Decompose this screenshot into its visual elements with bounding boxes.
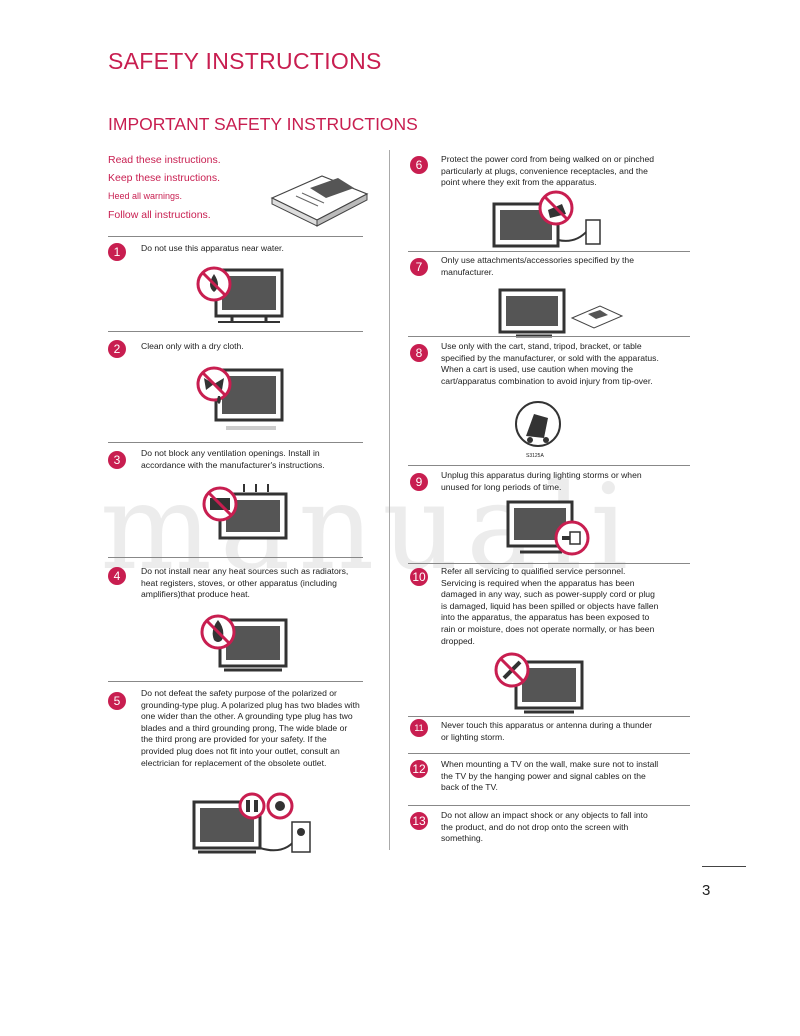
item-text: Protect the power cord from being walked…: [441, 154, 655, 188]
divider: [408, 251, 690, 252]
item-text: When mounting a TV on the wall, make sur…: [441, 759, 659, 793]
intro-keep: Keep these instructions.: [108, 172, 221, 184]
divider: [408, 563, 690, 564]
item-number: 3: [108, 451, 126, 469]
intro-follow: Follow all instructions.: [108, 209, 211, 221]
page-title: SAFETY INSTRUCTIONS: [108, 48, 382, 74]
item-number: 9: [410, 473, 428, 491]
item-number: 6: [410, 156, 428, 174]
cloth-warning-illustration: [196, 366, 284, 430]
plug-illustration: [192, 792, 311, 854]
item-number: 8: [410, 344, 428, 362]
item-number: 13: [410, 812, 428, 830]
power-cord-illustration: [492, 190, 601, 248]
servicing-illustration: [494, 652, 584, 714]
heat-warning-illustration: [200, 614, 288, 672]
item-number: 10: [410, 568, 428, 586]
item-text: Clean only with a dry cloth.: [141, 341, 244, 351]
divider: [408, 805, 690, 806]
item-number: 2: [108, 340, 126, 358]
item-text: Do not use this apparatus near water.: [141, 243, 284, 253]
item-text: Do not defeat the safety purpose of the …: [141, 688, 360, 768]
item-text: Do not block any ventilation openings. I…: [141, 448, 325, 470]
manual-book-illustration: [270, 175, 369, 227]
item-number: 5: [108, 692, 126, 710]
cart-tipover-symbol: [515, 401, 561, 447]
item-number: 1: [108, 243, 126, 261]
divider: [108, 681, 363, 682]
item-number: 11: [410, 719, 428, 737]
divider: [408, 716, 690, 717]
intro-read: Read these instructions.: [108, 154, 221, 166]
item-text: Never touch this apparatus or antenna du…: [441, 720, 653, 742]
intro-heed: Heed all warnings.: [108, 191, 183, 201]
item-text: Unplug this apparatus during lighting st…: [441, 470, 642, 492]
divider: [108, 557, 363, 558]
divider: [108, 236, 363, 237]
item-number: 4: [108, 567, 126, 585]
page-number-rule: [702, 866, 746, 867]
column-divider: [389, 150, 390, 850]
item-number: 7: [410, 258, 428, 276]
item-text: Do not install near any heat sources suc…: [141, 566, 349, 600]
accessories-illustration: [498, 288, 624, 338]
cart-label: S3125A: [526, 453, 544, 459]
item-number: 12: [410, 760, 428, 778]
water-warning-illustration: [196, 266, 284, 323]
item-text: Refer all servicing to qualified service…: [441, 566, 659, 646]
ventilation-warning-illustration: [202, 484, 288, 540]
divider: [408, 753, 690, 754]
page-number: 3: [702, 882, 711, 899]
divider: [408, 465, 690, 466]
item-text: Do not allow an impact shock or any obje…: [441, 810, 648, 844]
item-text: Use only with the cart, stand, tripod, b…: [441, 341, 659, 386]
section-title: IMPORTANT SAFETY INSTRUCTIONS: [108, 114, 418, 134]
divider: [108, 442, 363, 443]
item-text: Only use attachments/accessories specifi…: [441, 255, 634, 277]
divider: [108, 331, 363, 332]
unplug-illustration: [506, 500, 590, 556]
divider: [408, 336, 690, 337]
